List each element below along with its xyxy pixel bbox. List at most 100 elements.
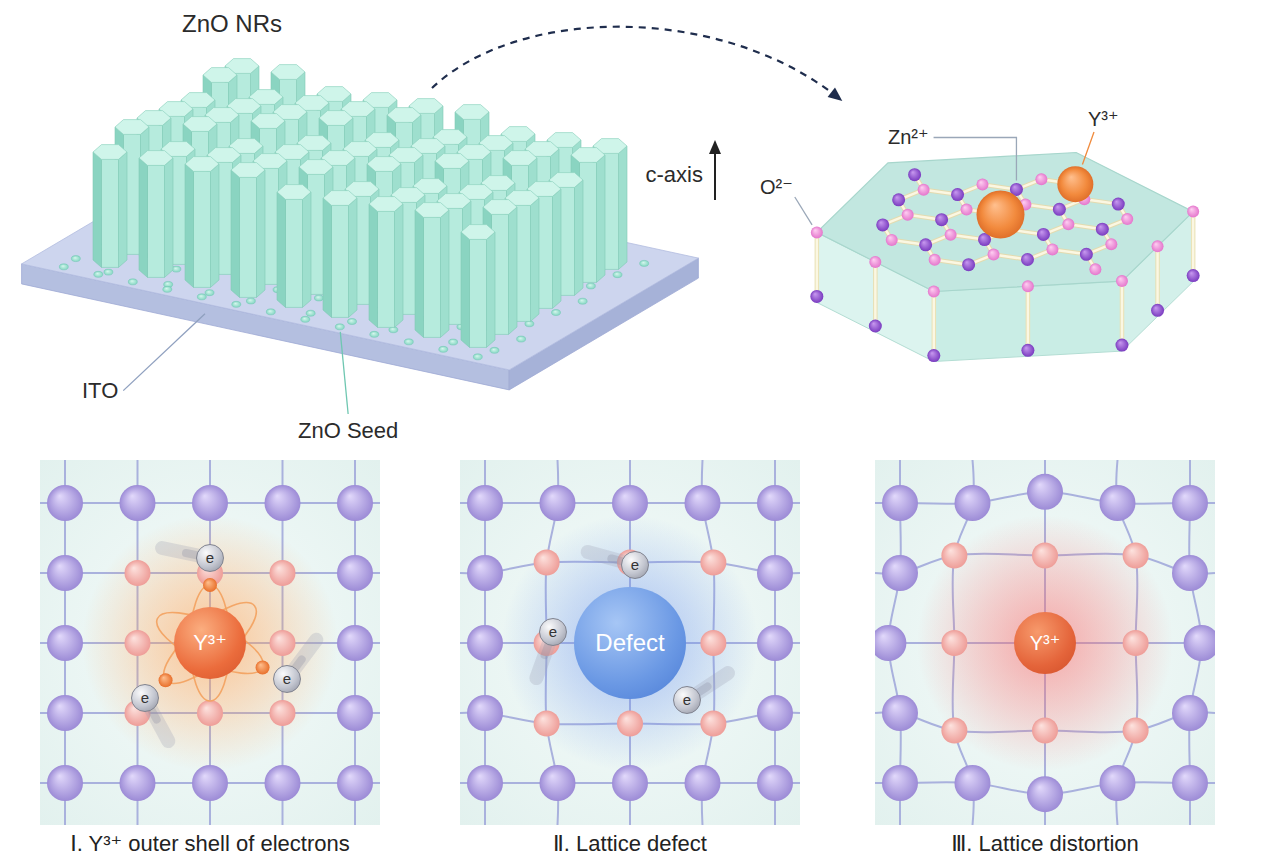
zinc-atom bbox=[467, 485, 503, 521]
illustration-shape bbox=[927, 349, 940, 362]
zinc-atom bbox=[467, 555, 503, 591]
zinc-atom bbox=[47, 555, 83, 591]
nanorod bbox=[139, 151, 173, 278]
zinc-atom bbox=[685, 485, 721, 521]
illustration-shape bbox=[387, 108, 421, 123]
zinc-atom bbox=[882, 695, 918, 731]
ito-substrate bbox=[22, 152, 699, 390]
nanorod bbox=[369, 197, 403, 328]
illustration-shape bbox=[640, 260, 649, 266]
illustration-shape bbox=[194, 171, 211, 287]
zinc-atom bbox=[919, 238, 932, 251]
oxygen-atom bbox=[961, 204, 973, 216]
oxygen-atom bbox=[929, 254, 941, 266]
oxygen-atom bbox=[1152, 240, 1164, 252]
zinc-atom bbox=[265, 485, 301, 521]
illustration-shape bbox=[370, 331, 379, 337]
nanorod-title: ZnO NRs bbox=[182, 10, 282, 38]
illustration-shape bbox=[441, 210, 450, 337]
zinc-atom bbox=[757, 485, 793, 521]
electron: e bbox=[621, 551, 649, 579]
oxygen-atom bbox=[977, 179, 989, 191]
illustration-shape bbox=[102, 159, 119, 267]
illustration-shape bbox=[266, 309, 275, 315]
zinc-atom bbox=[467, 765, 503, 801]
illustration-shape bbox=[94, 271, 103, 277]
oxygen-atom bbox=[700, 711, 726, 737]
illustration-shape bbox=[817, 153, 1193, 292]
oxygen-atom bbox=[125, 560, 151, 586]
zinc-atom bbox=[337, 485, 373, 521]
zinc-atom bbox=[1037, 228, 1050, 241]
zinc-atom bbox=[120, 485, 156, 521]
oxygen-atom bbox=[125, 630, 151, 656]
panel-caption: Ⅱ. Lattice defect bbox=[553, 831, 707, 856]
nanorod bbox=[461, 225, 495, 348]
illustration-shape bbox=[932, 292, 937, 356]
oxygen-atom bbox=[270, 560, 296, 586]
zinc-atom bbox=[882, 555, 918, 591]
illustration-shape bbox=[231, 163, 265, 178]
leader-line bbox=[340, 332, 348, 414]
zinc-atom bbox=[908, 168, 921, 181]
oxygen-atom bbox=[1121, 213, 1133, 225]
axis-arrow bbox=[714, 152, 716, 200]
illustration-shape bbox=[461, 232, 470, 347]
electron-symbol: e bbox=[549, 624, 557, 641]
illustration-shape bbox=[415, 203, 449, 218]
oxygen-atom bbox=[1032, 543, 1058, 569]
illustration-shape bbox=[449, 339, 458, 345]
oxygen-atom bbox=[869, 256, 881, 268]
illustration-shape bbox=[490, 347, 499, 353]
zinc-atom bbox=[685, 765, 721, 801]
illustration-shape bbox=[139, 158, 148, 277]
illustration-shape bbox=[613, 272, 622, 278]
illustration-shape bbox=[1192, 212, 1195, 276]
electron: e bbox=[273, 665, 301, 693]
zinc-atom bbox=[47, 625, 83, 661]
leader-line bbox=[795, 197, 812, 225]
illustration-shape bbox=[349, 198, 358, 317]
zinc-atom bbox=[1100, 765, 1136, 801]
illustration-shape bbox=[810, 290, 823, 303]
mechanism-panel: Ⅱ. Lattice defectDefecteee bbox=[460, 460, 800, 825]
illustration-shape bbox=[369, 197, 403, 212]
electron-symbol: e bbox=[631, 557, 639, 574]
oxygen-atom bbox=[1123, 543, 1149, 569]
oxygen-atom bbox=[1123, 630, 1149, 656]
oxygen-atom bbox=[270, 630, 296, 656]
illustration-shape bbox=[277, 185, 311, 200]
oxygen-atom bbox=[1105, 238, 1117, 250]
panel-caption: Ⅰ. Y³⁺ outer shell of electrons bbox=[70, 831, 349, 856]
zinc-atom bbox=[875, 625, 906, 661]
nanorod bbox=[277, 185, 311, 308]
illustration-shape bbox=[335, 324, 344, 330]
illustration-shape bbox=[163, 286, 172, 292]
outer-electron bbox=[203, 578, 217, 592]
zoom-arrow bbox=[432, 27, 836, 96]
illustration-shape bbox=[1191, 212, 1196, 276]
illustration-shape bbox=[251, 114, 285, 129]
panel-caption: Ⅲ. Lattice distortion bbox=[951, 831, 1139, 856]
illustration-shape bbox=[1021, 344, 1034, 357]
ion-label: Y³⁺ bbox=[1088, 108, 1119, 131]
nanorod bbox=[185, 157, 219, 288]
zinc-atom bbox=[882, 765, 918, 801]
illustration-shape bbox=[332, 205, 349, 317]
zinc-atom bbox=[951, 188, 964, 201]
substrate-label: ITO bbox=[82, 378, 118, 403]
illustration-shape bbox=[128, 279, 137, 285]
illustration-shape bbox=[299, 160, 333, 175]
oxygen-atom bbox=[811, 226, 823, 238]
oxygen-atom bbox=[918, 184, 930, 196]
zinc-atom bbox=[1080, 248, 1093, 261]
illustration-shape bbox=[323, 198, 332, 317]
oxygen-atom bbox=[941, 718, 967, 744]
oxygen-atom bbox=[1089, 263, 1101, 275]
oxygen-atom bbox=[1035, 173, 1047, 185]
illustration-shape bbox=[115, 120, 149, 135]
illustration-shape bbox=[257, 170, 266, 297]
oxygen-atom bbox=[941, 543, 967, 569]
zinc-atom bbox=[467, 625, 503, 661]
zinc-atom bbox=[757, 765, 793, 801]
